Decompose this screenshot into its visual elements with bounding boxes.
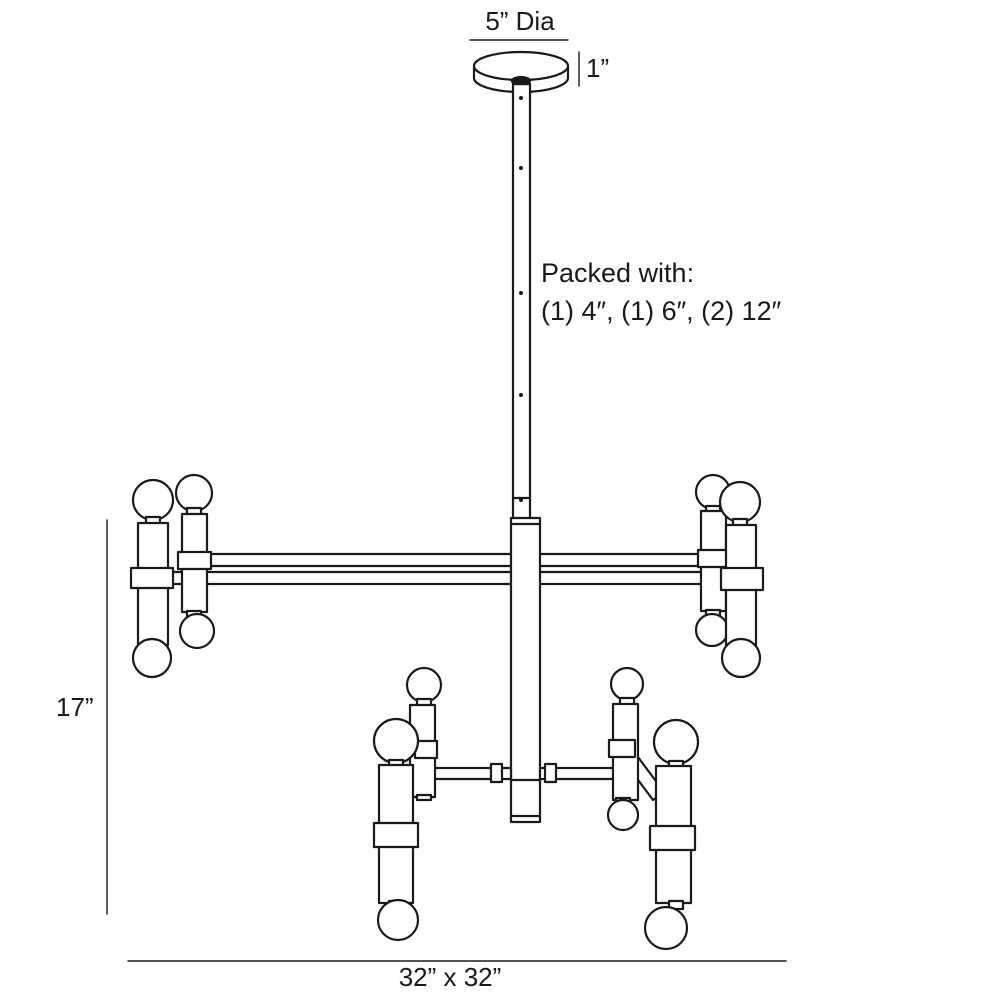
- light-upper-right-back: [694, 473, 732, 648]
- packed-with-heading: Packed with:: [541, 258, 695, 288]
- dimension-lines: [106, 39, 787, 962]
- canopy-height-label: 1”: [586, 53, 610, 83]
- light-lower-left-back: [405, 666, 443, 802]
- central-column: [509, 516, 542, 824]
- light-lower-right-back: [606, 666, 645, 832]
- overall-width-label: 32” x 32”: [398, 962, 502, 992]
- upper-arms: [148, 552, 738, 586]
- light-upper-right-front: [718, 480, 765, 679]
- light-lower-left-front: [372, 717, 420, 942]
- packed-with-detail: (1) 4″, (1) 6″, (2) 12″: [541, 296, 782, 326]
- canopy-diameter-label: 5” Dia: [485, 6, 555, 36]
- light-upper-left-front: [129, 478, 175, 679]
- light-upper-left-back: [174, 473, 216, 650]
- overall-height-label: 17”: [56, 692, 94, 722]
- light-lower-right-front: [643, 718, 700, 951]
- downrod: [511, 82, 532, 522]
